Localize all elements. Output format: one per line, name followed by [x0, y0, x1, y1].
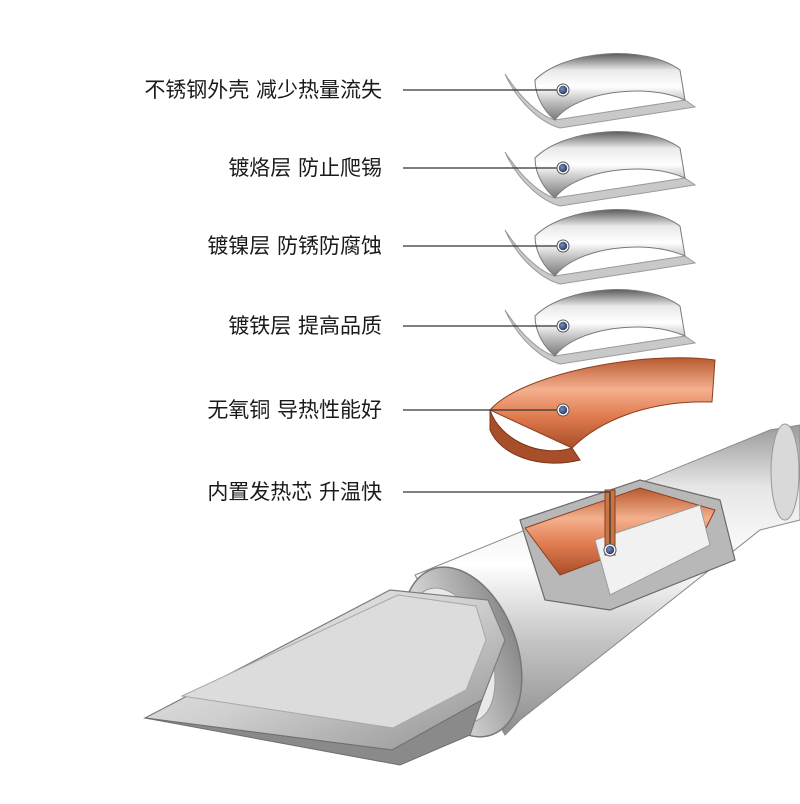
label-steel-shell: 不锈钢外壳 减少热量流失 — [144, 78, 382, 102]
label-nickel-layer: 镀镍层 防锈防腐蚀 — [207, 234, 382, 258]
leader-steel-dot — [558, 85, 568, 95]
label-copper-layer: 无氧铜 导热性能好 — [207, 398, 382, 422]
shell-steel-surface — [534, 53, 686, 121]
tip-blade-face — [180, 594, 487, 729]
label-chrome-layer: 镀烙层 防止爬锡 — [228, 156, 382, 180]
label-heating-core: 内置发热芯 升温快 — [207, 480, 382, 504]
shell-nickel-surface — [534, 209, 686, 277]
leader-lines — [403, 83, 617, 557]
leader-chrome-dot — [558, 163, 568, 173]
shell-iron-surface — [534, 289, 686, 357]
shell-copper-edge — [489, 409, 581, 464]
shell-nickel — [504, 209, 697, 285]
shell-chrome-surface — [534, 131, 686, 199]
layer-shells — [489, 53, 716, 464]
shell-copper-surface — [489, 357, 716, 449]
shell-chrome — [504, 131, 697, 207]
shell-chrome-edge — [504, 151, 697, 207]
shell-nickel-edge — [504, 229, 697, 285]
leader-core-line — [403, 491, 611, 550]
shell-steel-edge — [504, 73, 697, 129]
label-iron-layer: 镀铁层 提高品质 — [228, 314, 382, 338]
tip-shaft-end — [770, 423, 800, 521]
shell-iron-edge — [504, 309, 697, 365]
leader-core-dot — [605, 545, 615, 555]
leader-nickel-dot — [558, 241, 568, 251]
leader-copper-dot — [558, 405, 568, 415]
tip-blade-underside — [144, 698, 483, 766]
shell-iron — [504, 289, 697, 365]
tip-body — [143, 423, 800, 766]
heating-core — [594, 504, 711, 596]
leader-iron-dot — [558, 321, 568, 331]
shell-copper — [489, 357, 716, 464]
shell-steel — [504, 53, 697, 129]
